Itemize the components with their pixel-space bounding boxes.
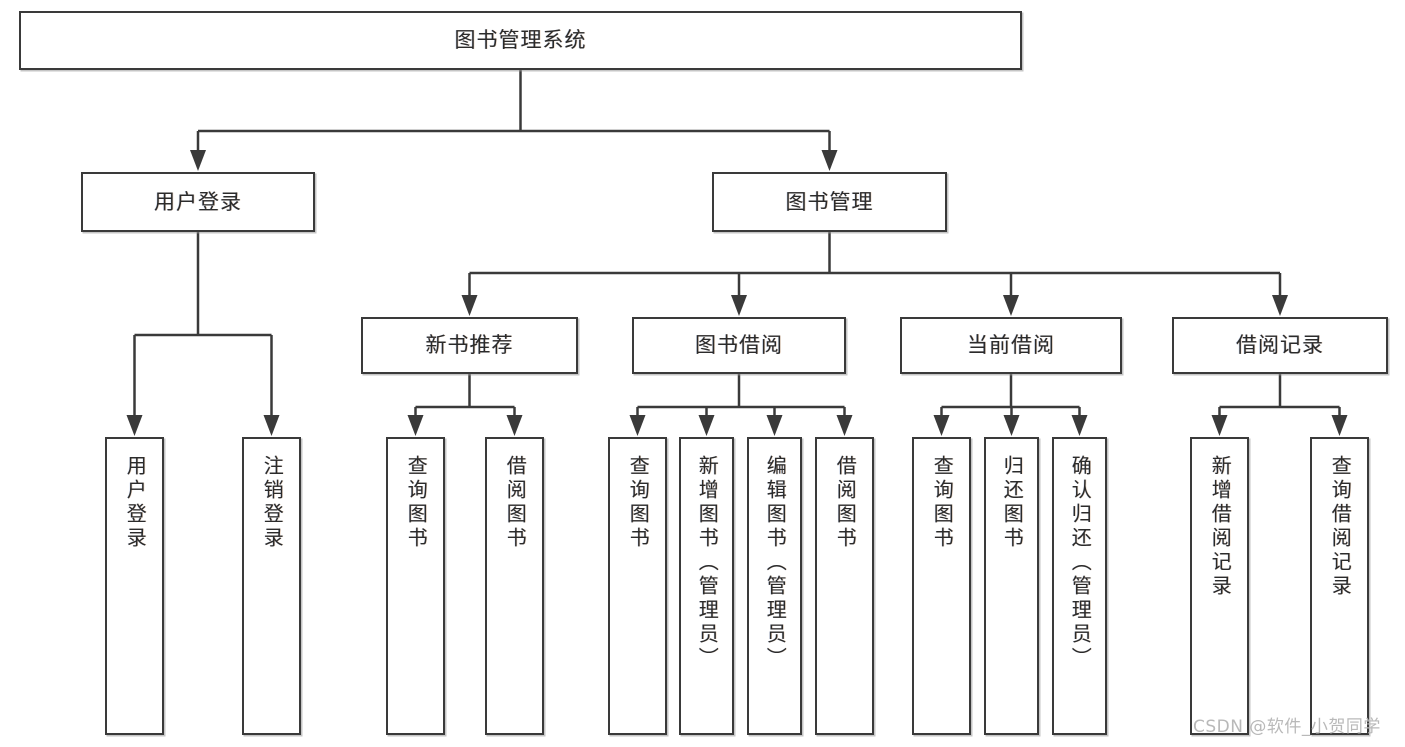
node-label: 查询图书 — [404, 455, 429, 551]
node-leaf-user-login[interactable]: 用户登录 — [105, 437, 164, 735]
node-leaf-add-book-admin[interactable]: 新增图书（管理员） — [679, 437, 734, 735]
node-label: 图书管理系统 — [454, 28, 587, 53]
arrow-head-icon — [1272, 295, 1288, 316]
node-label: 查询借阅记录 — [1328, 455, 1353, 599]
node-new-book-recommend[interactable]: 新书推荐 — [361, 317, 578, 374]
node-book-borrow[interactable]: 图书借阅 — [632, 317, 846, 374]
node-label: 查询图书 — [930, 455, 955, 551]
node-leaf-logout[interactable]: 注销登录 — [242, 437, 301, 735]
node-root[interactable]: 图书管理系统 — [19, 11, 1022, 70]
node-label: 新增借阅记录 — [1208, 455, 1233, 599]
arrow-head-icon — [731, 295, 747, 316]
arrow-head-icon — [263, 415, 280, 436]
arrow-head-icon — [933, 415, 950, 436]
node-label: 用户登录 — [154, 189, 242, 214]
node-label: 新增图书（管理员） — [695, 455, 720, 671]
node-label: 查询图书 — [626, 455, 651, 551]
arrow-head-icon — [1003, 415, 1020, 436]
node-leaf-query-borrow-record[interactable]: 查询借阅记录 — [1310, 437, 1369, 735]
node-label: 编辑图书（管理员） — [763, 455, 788, 671]
node-label: 图书管理 — [785, 189, 874, 214]
watermark: CSDN @软件_小贺同学 — [1193, 717, 1381, 737]
node-label: 用户登录 — [123, 455, 148, 551]
arrow-head-icon — [190, 150, 206, 171]
node-label: 新书推荐 — [425, 333, 514, 358]
arrow-head-icon — [506, 415, 523, 436]
node-label: 借阅记录 — [1236, 333, 1324, 358]
arrow-head-icon — [836, 415, 853, 436]
arrow-head-icon — [698, 415, 715, 436]
node-label: 图书借阅 — [695, 333, 783, 358]
node-label: 当前借阅 — [967, 333, 1055, 358]
arrow-head-icon — [407, 415, 424, 436]
node-label: 确认归还（管理员） — [1068, 455, 1093, 671]
arrow-head-icon — [1211, 415, 1228, 436]
arrow-head-icon — [1331, 415, 1348, 436]
arrow-head-icon — [1003, 295, 1019, 316]
node-user-login[interactable]: 用户登录 — [81, 172, 315, 232]
node-label: 归还图书 — [1000, 455, 1025, 551]
node-leaf-query-book-current[interactable]: 查询图书 — [912, 437, 971, 735]
node-book-management[interactable]: 图书管理 — [712, 172, 947, 232]
node-leaf-return-book[interactable]: 归还图书 — [984, 437, 1039, 735]
arrow-head-icon — [1071, 415, 1088, 436]
node-leaf-add-borrow-record[interactable]: 新增借阅记录 — [1190, 437, 1249, 735]
node-label: 借阅图书 — [833, 455, 858, 551]
arrow-head-icon — [766, 415, 783, 436]
arrow-head-icon — [629, 415, 646, 436]
node-leaf-borrow-book[interactable]: 借阅图书 — [815, 437, 874, 735]
node-label: 注销登录 — [260, 455, 285, 551]
node-leaf-query-book[interactable]: 查询图书 — [608, 437, 667, 735]
node-leaf-confirm-return-admin[interactable]: 确认归还（管理员） — [1052, 437, 1107, 735]
node-leaf-query-book-recommend[interactable]: 查询图书 — [386, 437, 445, 735]
node-label: 借阅图书 — [503, 455, 528, 551]
arrow-head-icon — [126, 415, 143, 436]
node-borrow-record[interactable]: 借阅记录 — [1172, 317, 1388, 374]
node-leaf-edit-book-admin[interactable]: 编辑图书（管理员） — [747, 437, 802, 735]
arrow-head-icon — [821, 150, 838, 171]
node-leaf-borrow-book-recommend[interactable]: 借阅图书 — [485, 437, 544, 735]
node-current-borrow[interactable]: 当前借阅 — [900, 317, 1122, 374]
arrow-head-icon — [461, 295, 478, 316]
